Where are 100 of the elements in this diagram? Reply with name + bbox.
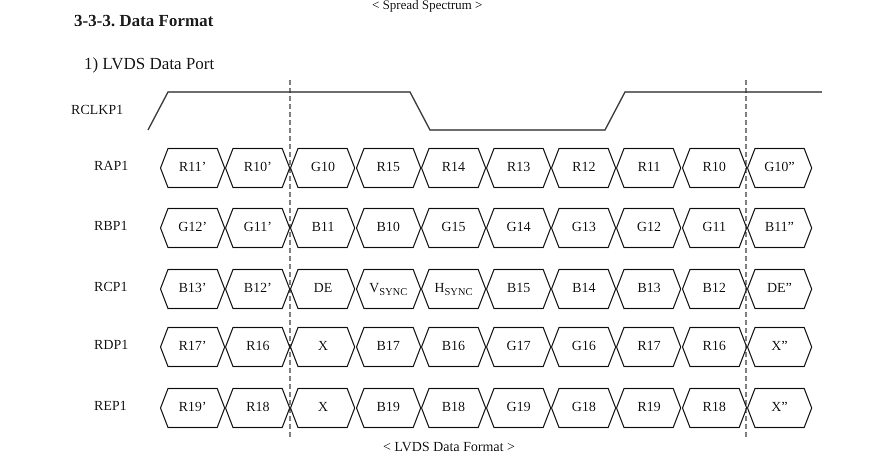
signal-name: RAP1 bbox=[94, 158, 128, 176]
data-slot bbox=[290, 327, 356, 367]
data-slot bbox=[486, 327, 552, 367]
data-slot bbox=[356, 148, 421, 188]
slot-label: R17’ bbox=[178, 340, 207, 354]
slot-label: R16 bbox=[702, 340, 726, 354]
data-slot bbox=[356, 269, 421, 309]
slot-label: B15 bbox=[506, 282, 530, 296]
slot-label: G15 bbox=[441, 221, 466, 235]
data-slot bbox=[420, 327, 486, 367]
data-slot bbox=[420, 269, 486, 309]
slot-label: B12’ bbox=[244, 282, 272, 296]
figure-caption: < LVDS Data Format > bbox=[383, 439, 515, 457]
data-slot bbox=[225, 388, 290, 428]
slot-label: R18 bbox=[702, 401, 726, 415]
section-heading: 3-3-3. Data Format bbox=[74, 10, 214, 32]
slot-label: R19’ bbox=[178, 401, 207, 415]
data-slot bbox=[551, 148, 616, 188]
slot-label: G12 bbox=[636, 221, 662, 235]
slot-label: R11’ bbox=[178, 161, 206, 175]
slot-label: DE” bbox=[766, 282, 792, 296]
data-slot bbox=[290, 148, 356, 188]
section-note: < Spread Spectrum > bbox=[372, 0, 482, 14]
data-slot bbox=[160, 269, 226, 309]
data-slot bbox=[225, 208, 290, 248]
slot-label: G13 bbox=[572, 221, 596, 235]
data-slot bbox=[225, 148, 290, 188]
slot-label: G18 bbox=[572, 401, 596, 415]
data-slot bbox=[551, 388, 616, 428]
data-slot bbox=[486, 269, 552, 309]
data-slot bbox=[420, 148, 486, 188]
data-slot bbox=[551, 208, 616, 248]
slot-label: G12’ bbox=[178, 221, 207, 235]
slot-label: X bbox=[318, 401, 328, 415]
data-slot bbox=[290, 269, 356, 309]
data-slot bbox=[616, 148, 682, 188]
signal-name: RDP1 bbox=[94, 337, 128, 354]
data-slot bbox=[616, 269, 682, 309]
slot-label: DE bbox=[314, 282, 332, 296]
slot-label: B17 bbox=[376, 340, 400, 354]
slot-label: G10” bbox=[764, 161, 795, 175]
slot-label: X” bbox=[771, 340, 788, 354]
data-slot bbox=[290, 208, 356, 248]
data-slot bbox=[160, 327, 226, 367]
slot-label: B10 bbox=[376, 221, 400, 235]
slot-label: B13’ bbox=[178, 282, 207, 296]
slot-label: R10 bbox=[702, 161, 726, 175]
slot-label: R15 bbox=[376, 161, 400, 175]
data-slot bbox=[420, 208, 486, 248]
signal-name: RCLKP1 bbox=[71, 102, 124, 120]
slot-label: X” bbox=[771, 401, 788, 415]
slot-label: R13 bbox=[506, 161, 530, 175]
data-slot bbox=[616, 327, 682, 367]
data-slot bbox=[160, 208, 226, 248]
slot-label: R10’ bbox=[244, 161, 272, 175]
slot-label: V$_{SYNC}$ bbox=[369, 282, 408, 296]
data-slot bbox=[746, 148, 812, 188]
data-slot bbox=[486, 148, 552, 188]
data-slot bbox=[290, 388, 356, 428]
slot-label: B11 bbox=[312, 221, 334, 235]
data-slot bbox=[356, 208, 421, 248]
data-slot bbox=[682, 388, 747, 428]
slot-label: H$_{SYNC}$ bbox=[434, 282, 472, 296]
data-slot bbox=[225, 269, 290, 309]
slot-label: B19 bbox=[376, 401, 400, 415]
data-slot bbox=[746, 269, 812, 309]
data-slot bbox=[682, 269, 747, 309]
data-slot bbox=[682, 327, 747, 367]
data-slot bbox=[616, 388, 682, 428]
slot-label: R14 bbox=[442, 161, 466, 175]
slot-label: G11 bbox=[702, 221, 726, 235]
data-slot bbox=[746, 388, 812, 428]
data-slot bbox=[746, 208, 812, 248]
slot-label: G16 bbox=[572, 340, 596, 354]
data-slot bbox=[160, 148, 226, 188]
slot-label: R19 bbox=[637, 401, 661, 415]
data-slot bbox=[486, 208, 552, 248]
slot-label: R18 bbox=[246, 401, 270, 415]
data-slot bbox=[225, 327, 290, 367]
data-slot bbox=[160, 388, 226, 428]
slot-label: B11” bbox=[764, 221, 794, 235]
data-slot bbox=[682, 148, 747, 188]
data-slot bbox=[746, 327, 812, 367]
data-slot bbox=[682, 208, 747, 248]
slot-label: B13 bbox=[637, 282, 661, 296]
slot-label: R11 bbox=[638, 161, 660, 175]
subsection-heading: 1) LVDS Data Port bbox=[84, 53, 214, 74]
slot-label: G17 bbox=[506, 340, 531, 354]
data-slot bbox=[420, 388, 486, 428]
data-slot bbox=[356, 327, 421, 367]
slot-label: R12 bbox=[572, 161, 596, 175]
data-slot bbox=[551, 327, 616, 367]
signal-name: REP1 bbox=[94, 398, 127, 416]
slot-label: B18 bbox=[442, 401, 466, 415]
slot-label: B12 bbox=[702, 282, 726, 296]
slot-label: B14 bbox=[572, 282, 596, 296]
data-slot bbox=[551, 269, 616, 309]
slot-label: G14 bbox=[506, 221, 531, 235]
data-slot bbox=[486, 388, 552, 428]
signal-name: RCP1 bbox=[94, 279, 128, 296]
